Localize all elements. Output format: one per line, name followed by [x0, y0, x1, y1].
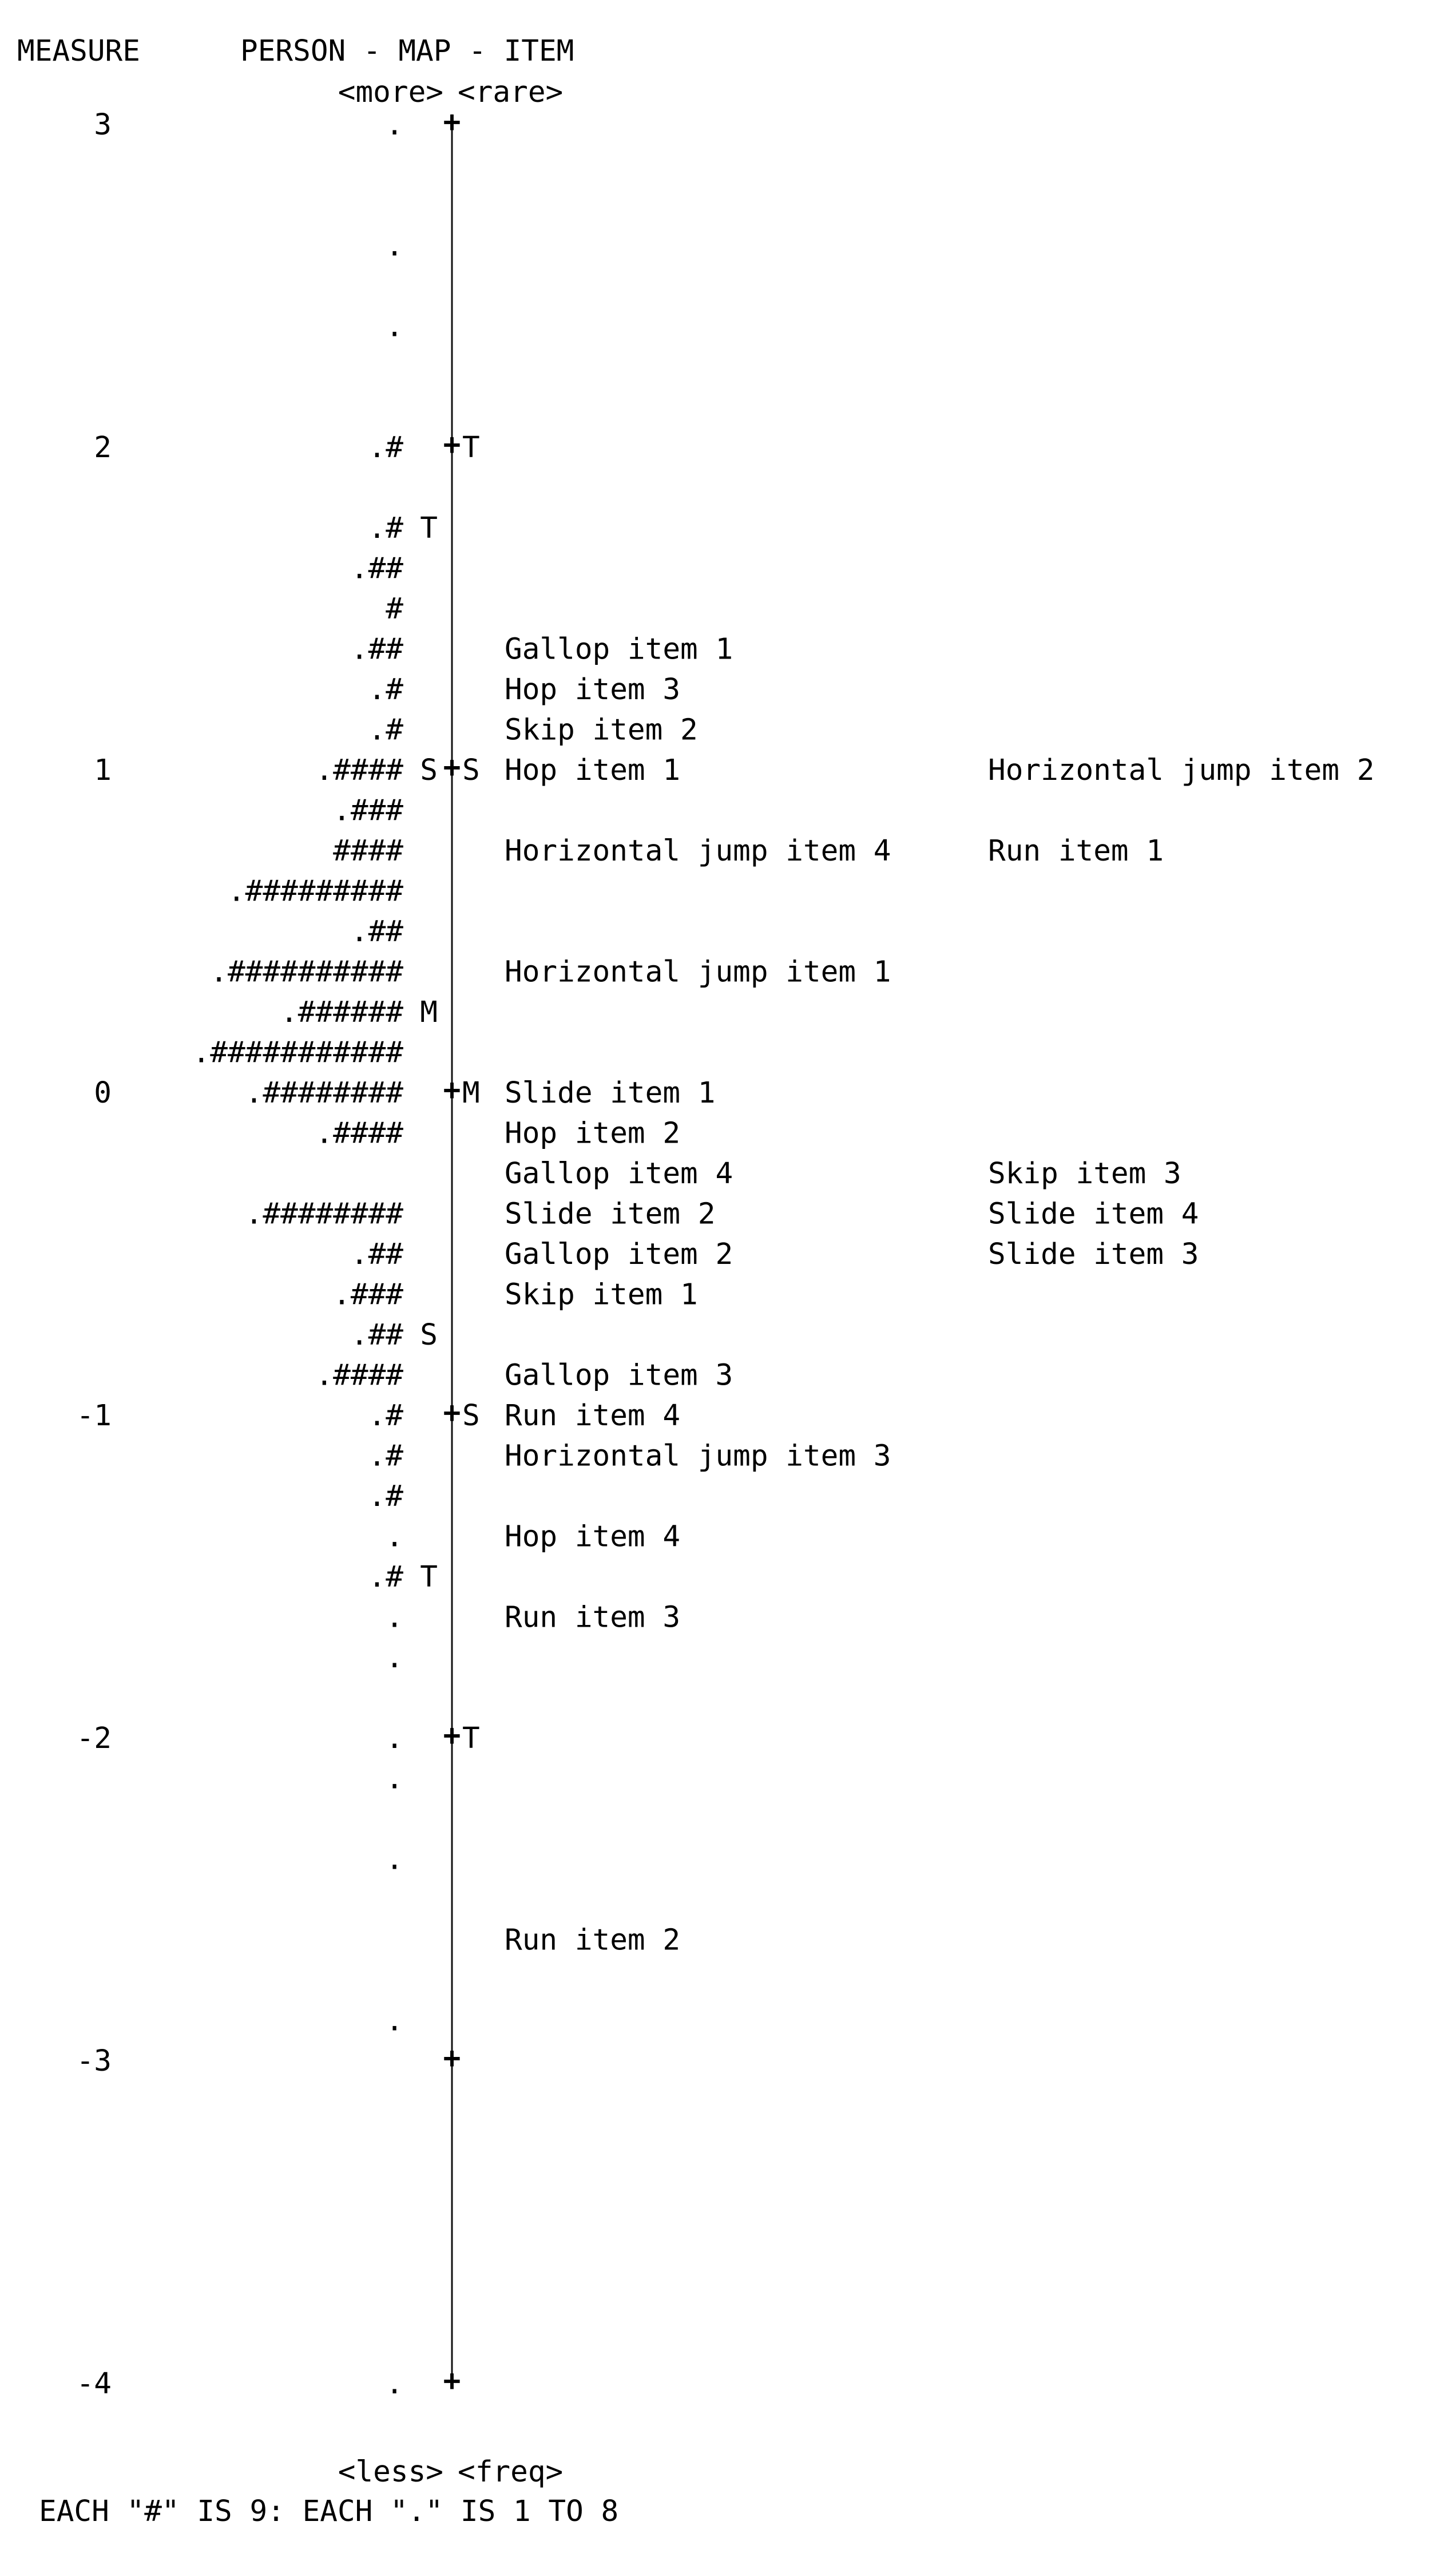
bottom-right-label: <freq> [458, 2455, 563, 2489]
person-symbols: .###### [280, 996, 403, 1029]
item-label: Slide item 2 [505, 1198, 715, 1231]
person-symbols: .## [351, 552, 403, 586]
person-symbols: .# [368, 1399, 404, 1433]
item-label: Slide item 1 [505, 1076, 715, 1110]
measure-tick-label: -2 [77, 1722, 112, 1755]
bottom-left-label: <less> [338, 2455, 443, 2489]
person-symbols: .### [333, 1278, 403, 1312]
measure-tick-label: 2 [94, 431, 112, 465]
person-symbols: .# [368, 431, 404, 465]
axis-tick-mark: + [443, 2041, 461, 2075]
item-marker: S [462, 1399, 480, 1433]
measure-tick-label: 0 [94, 1076, 112, 1110]
person-symbols: . [386, 2004, 403, 2038]
person-symbols: .### [333, 794, 403, 828]
person-symbols: . [386, 2367, 403, 2401]
person-marker: T [420, 1560, 438, 1594]
person-symbols: . [386, 1641, 403, 1675]
item-marker: S [462, 754, 480, 787]
person-symbols: .########### [193, 1036, 404, 1070]
person-symbols: .## [351, 633, 403, 667]
person-symbols: .######### [228, 875, 403, 909]
item-marker: T [462, 431, 480, 465]
item-marker: T [462, 1722, 480, 1755]
person-symbols: .######## [245, 1076, 404, 1110]
person-symbols: .#### [315, 1359, 403, 1393]
item-label: Run item 2 [505, 1924, 680, 1957]
item-label: Gallop item 4 [505, 1157, 733, 1191]
item-label: Skip item 1 [505, 1278, 698, 1312]
item-label: Skip item 2 [505, 713, 698, 747]
person-symbols: . [386, 1601, 403, 1635]
person-marker: T [420, 512, 438, 545]
item-label: Run item 1 [988, 834, 1164, 868]
person-marker: M [420, 996, 438, 1029]
person-symbols: .## [351, 915, 403, 949]
item-label: Hop item 4 [505, 1520, 680, 1554]
map-title: PERSON - MAP - ITEM [240, 34, 574, 68]
person-symbols: . [386, 229, 403, 263]
person-symbols: . [386, 1722, 403, 1755]
person-symbols: . [386, 108, 403, 142]
item-label: Hop item 3 [505, 673, 680, 707]
person-symbols: .#### [315, 1117, 403, 1151]
item-label: Gallop item 3 [505, 1359, 733, 1393]
person-symbols: .# [368, 673, 404, 707]
measure-header: MEASURE [17, 34, 140, 68]
axis-tick-mark: + [443, 1396, 461, 1430]
item-label: Slide item 3 [988, 1238, 1199, 1271]
person-symbols: . [386, 1520, 403, 1554]
item-label: Hop item 1 [505, 754, 680, 787]
item-label: Gallop item 2 [505, 1238, 733, 1271]
item-marker: M [462, 1076, 480, 1110]
top-right-label: <rare> [458, 76, 563, 109]
person-symbols: .######## [245, 1198, 404, 1231]
person-symbols: .# [368, 1560, 404, 1594]
item-label: Horizontal jump item 3 [505, 1440, 891, 1473]
item-label: Hop item 2 [505, 1117, 680, 1151]
axis-tick-mark: + [443, 1719, 461, 1753]
person-symbols: .# [368, 713, 404, 747]
axis-tick-mark: + [443, 1073, 461, 1107]
person-symbols: .# [368, 1480, 404, 1513]
person-symbols: .########## [210, 956, 403, 989]
measure-tick-label: -3 [77, 2044, 112, 2078]
measure-tick-label: -1 [77, 1399, 112, 1433]
item-label: Skip item 3 [988, 1157, 1181, 1191]
axis-tick-mark: + [443, 751, 461, 784]
person-symbols: . [386, 310, 403, 344]
item-label: Horizontal jump item 2 [988, 754, 1375, 787]
person-symbols: . [386, 1843, 403, 1877]
measure-tick-label: -4 [77, 2367, 112, 2401]
person-symbols: .## [351, 1238, 403, 1271]
person-symbols: . [386, 1762, 403, 1796]
person-symbols: .#### [315, 754, 403, 787]
person-symbols: .# [368, 512, 404, 545]
person-symbols: .## [351, 1318, 403, 1352]
measure-tick-label: 1 [94, 754, 112, 787]
footer-legend: EACH "#" IS 9: EACH "." IS 1 TO 8 [39, 2495, 618, 2528]
measure-tick-label: 3 [94, 108, 112, 142]
item-label: Horizontal jump item 1 [505, 956, 891, 989]
axis-tick-mark: + [443, 428, 461, 462]
person-symbols: # [386, 592, 403, 626]
person-marker: S [420, 1318, 438, 1352]
item-label: Run item 3 [505, 1601, 680, 1635]
item-label: Slide item 4 [988, 1198, 1199, 1231]
person-marker: S [420, 754, 438, 787]
top-left-label: <more> [338, 76, 443, 109]
plot-area: 3+2+1+0+-1+-2+-3+-4+....#.#.###.##.#.#.#… [77, 105, 1375, 2401]
item-label: Gallop item 1 [505, 633, 733, 667]
item-label: Run item 4 [505, 1399, 680, 1433]
axis-tick-mark: + [443, 105, 461, 139]
person-symbols: #### [333, 834, 403, 868]
item-label: Horizontal jump item 4 [505, 834, 891, 868]
person-symbols: .# [368, 1440, 404, 1473]
axis-tick-mark: + [443, 2364, 461, 2398]
